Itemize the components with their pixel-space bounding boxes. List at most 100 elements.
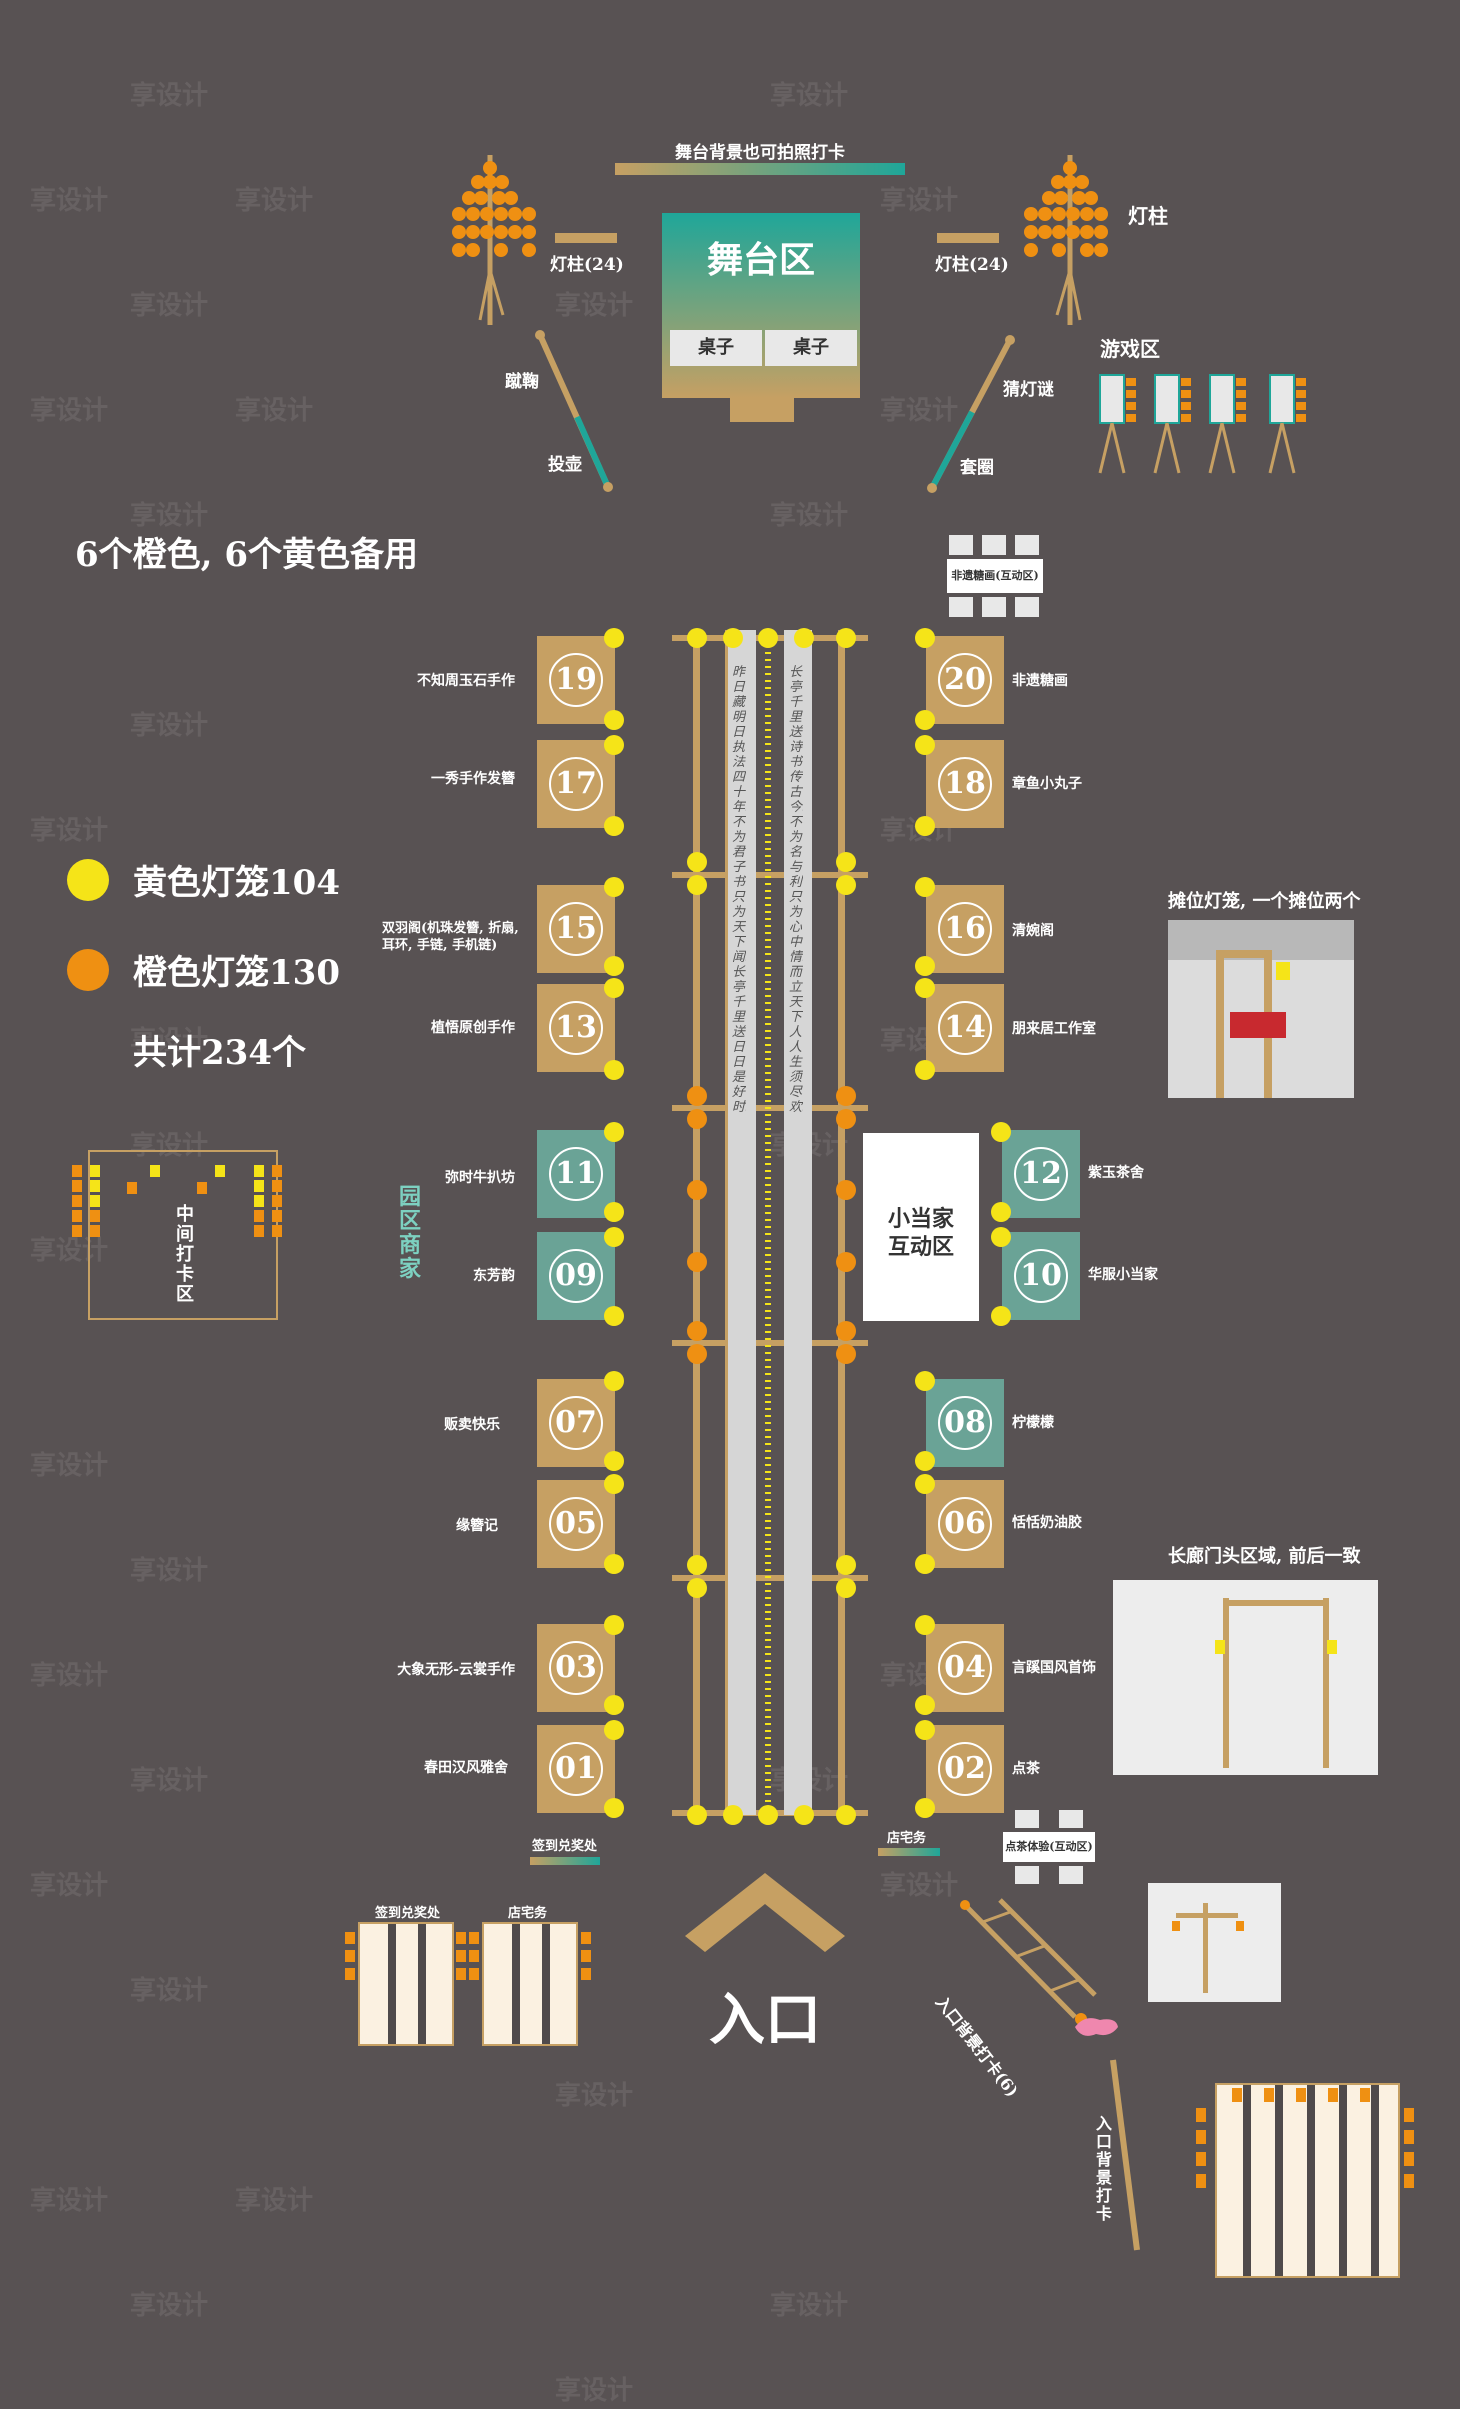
corridor-lantern-dot [794, 1805, 814, 1825]
corridor-lantern-dot [836, 1344, 856, 1364]
light-pillar-label-top: 灯柱 [1128, 204, 1168, 228]
corridor-lantern-dot [723, 1805, 743, 1825]
booth-lantern-photo [1168, 920, 1354, 1098]
middle-checkin-lanterns [72, 1165, 282, 1237]
watermark: 享设计 [130, 1766, 209, 1796]
legend-orange-swatch [67, 949, 109, 991]
booth-number: 08 [938, 1396, 992, 1450]
watermark: 享设计 [130, 501, 209, 531]
booth-05-name: 缘簪记 [456, 1518, 498, 1534]
stage-title: 舞台区 [706, 239, 815, 281]
watermark: 享设计 [770, 81, 849, 111]
booth-number: 09 [549, 1249, 603, 1303]
booth-13[interactable]: 13 [537, 984, 615, 1072]
booth-19[interactable]: 19 [537, 636, 615, 724]
booth-number: 18 [938, 757, 992, 811]
game-zone-label: 游戏区 [1100, 337, 1160, 361]
game-prop-left [535, 330, 613, 492]
park-merchants-label: 园区商家 [398, 1184, 421, 1282]
corridor-lantern-dot [723, 628, 743, 648]
booth-02[interactable]: 02 [926, 1725, 1004, 1813]
entrance-backdrop-ladder [960, 1898, 1097, 2025]
calligraphy-right: 长亭千里送，诗书传古今。不为名与利，只为心中情。而立天下人，人生须尽欢。 [789, 665, 803, 1115]
booth-03-name: 大象无形-云裳手作 [397, 1662, 515, 1678]
light-pillar-bar-left [555, 233, 617, 243]
corridor-lantern-dot [687, 1252, 707, 1272]
interactive-zone: 小当家 互动区 [863, 1133, 979, 1321]
booth-09[interactable]: 09 [537, 1232, 615, 1320]
watermark: 享设计 [30, 2186, 109, 2216]
booth-18-name: 章鱼小丸子 [1012, 776, 1082, 792]
booth-20-name: 非遗糖画 [1012, 673, 1068, 689]
watermark: 享设计 [770, 2291, 849, 2321]
booth-06[interactable]: 06 [926, 1480, 1004, 1568]
watermark: 享设计 [770, 501, 849, 531]
booth-number: 10 [1014, 1249, 1068, 1303]
booth-14[interactable]: 14 [926, 984, 1004, 1072]
watermark: 享设计 [555, 2081, 634, 2111]
booth-06-name: 恬恬奶油胶 [1012, 1515, 1082, 1531]
booth-07[interactable]: 07 [537, 1379, 615, 1467]
booth-number: 12 [1014, 1147, 1068, 1201]
lantern-riddle-label: 猜灯谜 [1003, 380, 1054, 400]
watermark: 享设计 [555, 2376, 634, 2406]
booth-number: 14 [938, 1001, 992, 1055]
watermark: 享设计 [880, 186, 959, 216]
signin-kiosk [358, 1922, 454, 2046]
booth-14-name: 朋来居工作室 [1012, 1021, 1096, 1037]
watermark: 享设计 [30, 1871, 109, 1901]
booth-08-name: 柠檬檬 [1012, 1415, 1054, 1431]
booth-number: 04 [938, 1641, 992, 1695]
booth-10-name: 华服小当家 [1088, 1267, 1158, 1283]
booth-17[interactable]: 17 [537, 740, 615, 828]
pink-marker-icon [1075, 2018, 1118, 2036]
tea-experience-label: 点茶体验(互动区) [1003, 1832, 1095, 1862]
booth-number: 11 [549, 1147, 603, 1201]
booth-03[interactable]: 03 [537, 1624, 615, 1712]
booth-01[interactable]: 01 [537, 1725, 615, 1813]
corridor-lantern-dot [687, 1180, 707, 1200]
watermark: 享设计 [30, 816, 109, 846]
watermark: 享设计 [30, 1236, 109, 1266]
stage: 舞台区 [662, 213, 860, 398]
watermark: 享设计 [130, 711, 209, 741]
corridor-lantern-dot [836, 1321, 856, 1341]
booth-number: 19 [549, 653, 603, 707]
booth-number: 05 [549, 1497, 603, 1551]
booth-08[interactable]: 08 [926, 1379, 1004, 1467]
corridor-lantern-dot [836, 1555, 856, 1575]
corridor-lantern-dot [687, 1109, 707, 1129]
booth-04[interactable]: 04 [926, 1624, 1004, 1712]
corridor-lantern-dot [758, 628, 778, 648]
booth-number: 13 [549, 1001, 603, 1055]
booth-11[interactable]: 11 [537, 1130, 615, 1218]
corridor-lantern-dot [794, 628, 814, 648]
stage-ramp [730, 398, 794, 422]
entrance-kiosk [1215, 2083, 1400, 2278]
booth-16[interactable]: 16 [926, 885, 1004, 973]
entrance-checkin-label: 入口背景打卡 [1095, 2114, 1112, 2223]
watermark: 享设计 [130, 291, 209, 321]
booth-10[interactable]: 10 [1002, 1232, 1080, 1320]
store-small-label: 店宅务 [887, 1831, 927, 1846]
booth-12[interactable]: 12 [1002, 1130, 1080, 1218]
store-small-bar [878, 1848, 940, 1856]
legend-yellow-label: 黄色灯笼104 [133, 863, 340, 903]
corridor-lantern-dot [758, 1805, 778, 1825]
stage-table-right: 桌子 [765, 330, 857, 366]
booth-number: 01 [549, 1742, 603, 1796]
tea-experience-zone: 点茶体验(互动区) [1003, 1810, 1095, 1902]
booth-number: 02 [938, 1742, 992, 1796]
booth-15[interactable]: 15 [537, 885, 615, 973]
corridor-lantern-dot [687, 1555, 707, 1575]
watermark: 享设计 [130, 1556, 209, 1586]
corridor-note: 长廊门头区域, 前后一致 [1168, 1546, 1361, 1567]
corridor-lantern-dot [687, 1321, 707, 1341]
booth-05[interactable]: 05 [537, 1480, 615, 1568]
booth-20[interactable]: 20 [926, 636, 1004, 724]
corridor-lantern-dot [836, 1805, 856, 1825]
entrance-kiosk-lanterns [1196, 2088, 1414, 2188]
booth-18[interactable]: 18 [926, 740, 1004, 828]
corridor-lantern-dot [836, 1252, 856, 1272]
booth-15-name: 双羽阁(机珠发簪, 折扇, 耳环, 手链, 手机链) [382, 921, 519, 953]
